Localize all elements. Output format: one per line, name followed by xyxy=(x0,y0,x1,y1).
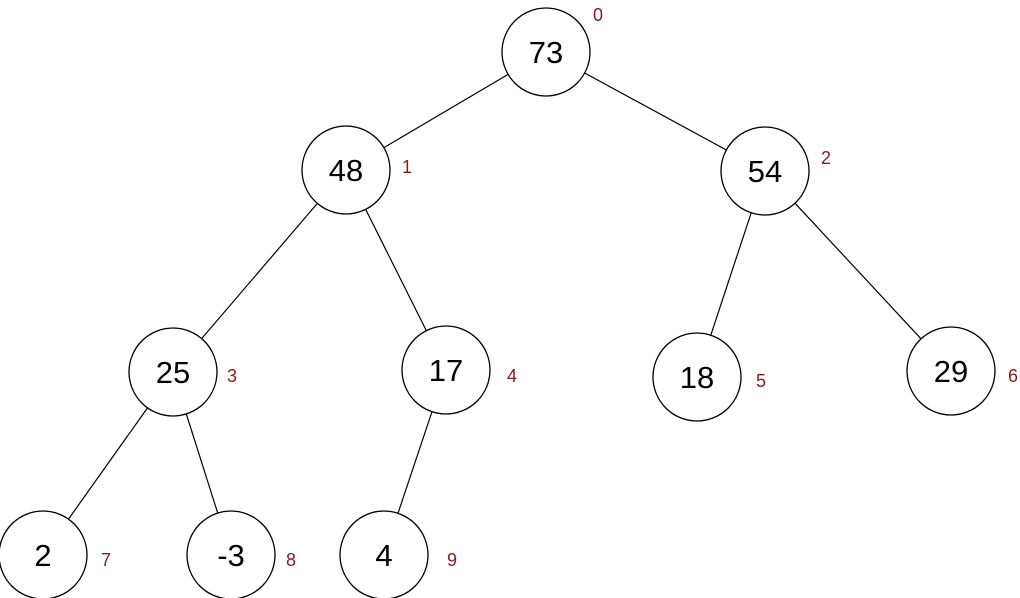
node-value-label: 2 xyxy=(34,538,51,573)
tree-edge xyxy=(383,73,509,149)
tree-node: 25 3 xyxy=(128,327,237,417)
node-index-label: 2 xyxy=(821,148,831,168)
node-circle xyxy=(720,126,810,216)
tree-edge xyxy=(584,72,727,151)
node-value-label: -3 xyxy=(217,538,245,573)
tree-edge xyxy=(794,202,922,340)
tree-node: 54 2 xyxy=(720,126,831,216)
node-circle xyxy=(339,510,429,598)
tree-edge xyxy=(397,411,433,514)
tree-edge xyxy=(365,209,427,331)
node-value-label: 54 xyxy=(748,154,782,189)
tree-node: 73 0 xyxy=(501,5,603,97)
tree-node: 29 6 xyxy=(906,326,1018,416)
tree-edges xyxy=(67,72,922,520)
node-circle xyxy=(186,510,276,598)
tree-edge xyxy=(67,407,149,520)
node-index-label: 5 xyxy=(756,371,766,391)
node-circle xyxy=(128,327,218,417)
node-index-label: 4 xyxy=(507,366,517,386)
node-circle xyxy=(652,332,742,422)
node-index-label: 8 xyxy=(286,550,296,570)
node-circle xyxy=(401,325,491,415)
tree-edge xyxy=(185,413,219,514)
node-circle xyxy=(906,326,996,416)
node-value-label: 48 xyxy=(329,153,363,188)
node-index-label: 7 xyxy=(101,550,111,570)
node-value-label: 18 xyxy=(680,360,714,395)
tree-edge xyxy=(710,212,752,336)
tree-edge xyxy=(201,203,318,339)
node-index-label: 0 xyxy=(593,5,603,25)
node-value-label: 4 xyxy=(375,538,392,573)
node-index-label: 3 xyxy=(227,366,237,386)
tree-node: 17 4 xyxy=(401,325,517,415)
node-value-label: 17 xyxy=(429,353,463,388)
node-value-label: 25 xyxy=(156,355,190,390)
node-index-label: 6 xyxy=(1008,366,1018,386)
node-circle xyxy=(301,125,391,215)
node-index-label: 9 xyxy=(447,550,457,570)
node-value-label: 73 xyxy=(529,35,563,70)
tree-node: -3 8 xyxy=(186,510,296,598)
node-circle xyxy=(501,7,591,97)
node-value-label: 29 xyxy=(934,354,968,389)
node-circle xyxy=(0,510,88,598)
tree-node: 18 5 xyxy=(652,332,766,422)
node-index-label: 1 xyxy=(402,157,412,177)
tree-node: 48 1 xyxy=(301,125,412,215)
